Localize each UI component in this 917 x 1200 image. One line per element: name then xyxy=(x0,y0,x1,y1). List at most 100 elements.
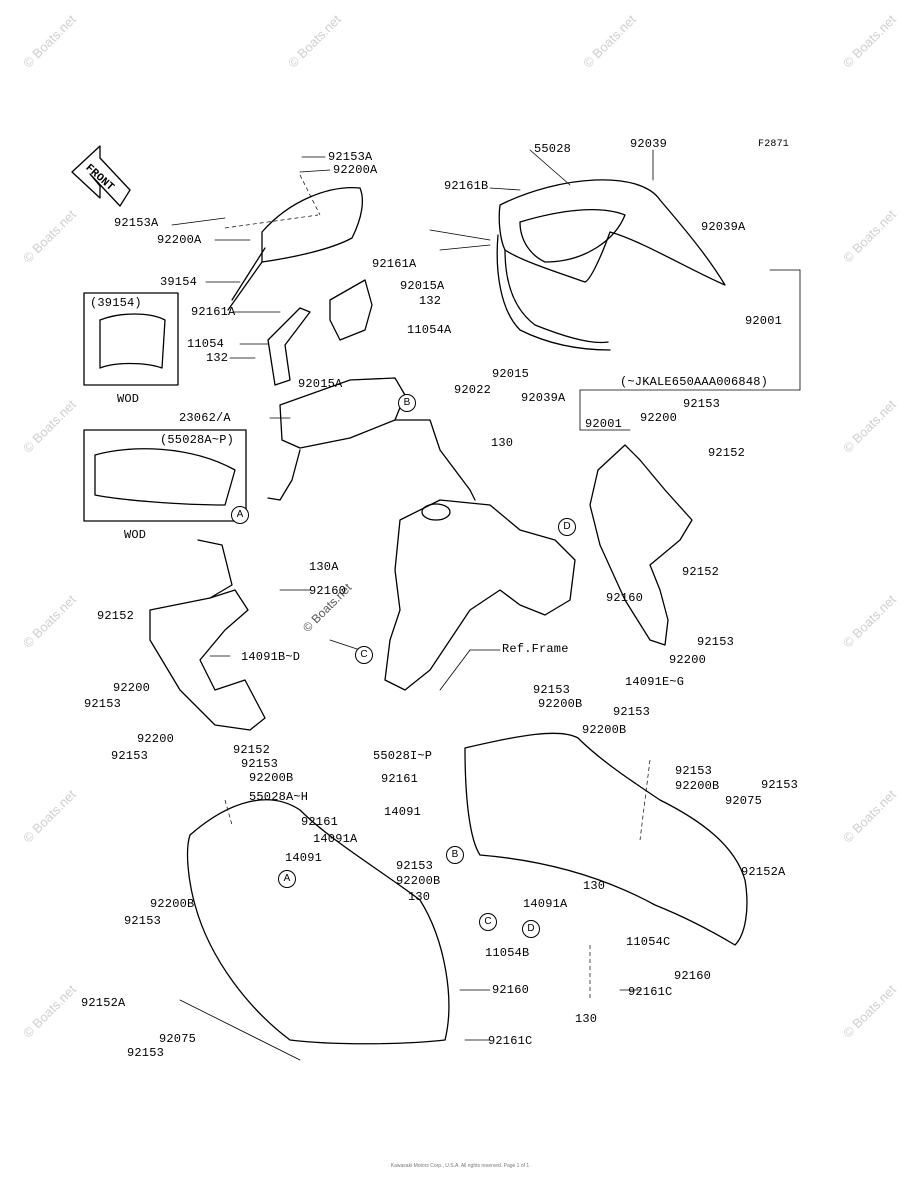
part-label: 92152 xyxy=(708,446,746,460)
part-label: 92200B xyxy=(582,723,627,737)
part-label: 92200A xyxy=(157,233,202,247)
part-label: 130 xyxy=(575,1012,598,1026)
part-label: 92015A xyxy=(298,377,343,391)
callout-c: C xyxy=(479,913,497,931)
callout-b: B xyxy=(398,394,416,412)
part-label: 92160 xyxy=(606,591,644,605)
part-label: 92153 xyxy=(533,683,571,697)
part-label: 11054A xyxy=(407,323,452,337)
part-label: 92039A xyxy=(521,391,566,405)
part-label: 55028A~H xyxy=(249,790,309,804)
part-label: 14091B~D xyxy=(241,650,301,664)
part-label: 92161A xyxy=(372,257,417,271)
part-label: 92161 xyxy=(381,772,419,786)
meter-stay xyxy=(330,280,372,340)
part-label: 92153 xyxy=(683,397,721,411)
inset-cowl-part: (55028A~P) xyxy=(160,433,235,447)
part-label: 92153A xyxy=(328,150,373,164)
part-label: 92153 xyxy=(396,859,434,873)
part-label: 92022 xyxy=(454,383,492,397)
side-cowl-right xyxy=(465,733,747,945)
part-label: 11054C xyxy=(626,935,671,949)
windshield xyxy=(262,188,362,262)
copyright-footer: Kawasaki Motors Corp., U.S.A. All rights… xyxy=(390,1163,530,1169)
part-label: 92153 xyxy=(241,757,279,771)
part-label: 130 xyxy=(408,890,431,904)
part-label: 39154 xyxy=(160,275,198,289)
part-label: 92075 xyxy=(159,1032,197,1046)
part-label: 92161B xyxy=(444,179,489,193)
part-label: 92152A xyxy=(741,865,786,879)
part-label: 92200B xyxy=(396,874,441,888)
part-label: 14091E~G xyxy=(625,675,685,689)
part-label: 92200 xyxy=(640,411,678,425)
part-label: 92039 xyxy=(630,137,668,151)
part-label: 92152 xyxy=(233,743,271,757)
part-label: 92153 xyxy=(675,764,713,778)
part-label: 92200 xyxy=(137,732,175,746)
part-label: 92152 xyxy=(97,609,135,623)
figure-code: F2871 xyxy=(758,139,790,150)
part-label: 14091 xyxy=(285,851,323,865)
callout-b: B xyxy=(446,846,464,864)
part-label: 14091 xyxy=(384,805,422,819)
callout-c: C xyxy=(355,646,373,664)
part-label: 55028 xyxy=(534,142,572,156)
frame xyxy=(385,500,575,690)
part-label: 11054B xyxy=(485,946,530,960)
part-label: 11054 xyxy=(187,337,225,351)
inset-windshield-note: WOD xyxy=(117,392,140,406)
part-label: 132 xyxy=(206,351,229,365)
inner-panel-right xyxy=(590,445,692,645)
part-label: 92153 xyxy=(697,635,735,649)
side-cowl-left xyxy=(188,800,449,1044)
part-label: 92160 xyxy=(492,983,530,997)
upper-cowl xyxy=(499,180,725,285)
windshield-edge xyxy=(232,248,265,300)
part-label: 92153 xyxy=(124,914,162,928)
part-label: 92153 xyxy=(111,749,149,763)
part-label: 92153 xyxy=(761,778,799,792)
part-label: 92001 xyxy=(585,417,623,431)
part-label: 14091A xyxy=(523,897,568,911)
part-label: 132 xyxy=(419,294,442,308)
part-label: 92153 xyxy=(127,1046,165,1060)
part-label: 23062/A xyxy=(179,411,231,425)
part-label: 92152 xyxy=(682,565,720,579)
part-label: 92015A xyxy=(400,279,445,293)
front-arrow xyxy=(71,145,131,207)
part-label: 92200B xyxy=(249,771,294,785)
part-label: 92161C xyxy=(628,985,673,999)
part-label: 92200B xyxy=(675,779,720,793)
part-label: 14091A xyxy=(313,832,358,846)
part-label: (~JKALE650AAA006848) xyxy=(620,375,769,389)
part-label: 92039A xyxy=(701,220,746,234)
part-label: 92001 xyxy=(745,314,783,328)
part-label: 92200 xyxy=(113,681,151,695)
callout-d: D xyxy=(558,518,576,536)
part-label: 92200B xyxy=(150,897,195,911)
inset-windshield-part: (39154) xyxy=(90,296,142,310)
inset-cowl-note: WOD xyxy=(124,528,147,542)
callout-a: A xyxy=(231,506,249,524)
part-label: 130 xyxy=(583,879,606,893)
callout-d: D xyxy=(522,920,540,938)
part-label: 92153 xyxy=(84,697,122,711)
part-label: 92161 xyxy=(301,815,339,829)
part-label: 92160 xyxy=(309,584,347,598)
part-label: 130A xyxy=(309,560,339,574)
part-label: 92200 xyxy=(669,653,707,667)
part-label: 92015 xyxy=(492,367,530,381)
ref-frame-label: Ref.Frame xyxy=(502,642,569,656)
part-label: 92153 xyxy=(613,705,651,719)
part-label: 55028I~P xyxy=(373,749,433,763)
part-label: 92161C xyxy=(488,1034,533,1048)
part-label: 92160 xyxy=(674,969,712,983)
part-label: 92152A xyxy=(81,996,126,1010)
part-label: 92161A xyxy=(191,305,236,319)
part-label: 92200A xyxy=(333,163,378,177)
part-label: 130 xyxy=(491,436,514,450)
part-label: 92153A xyxy=(114,216,159,230)
part-label: 92200B xyxy=(538,697,583,711)
